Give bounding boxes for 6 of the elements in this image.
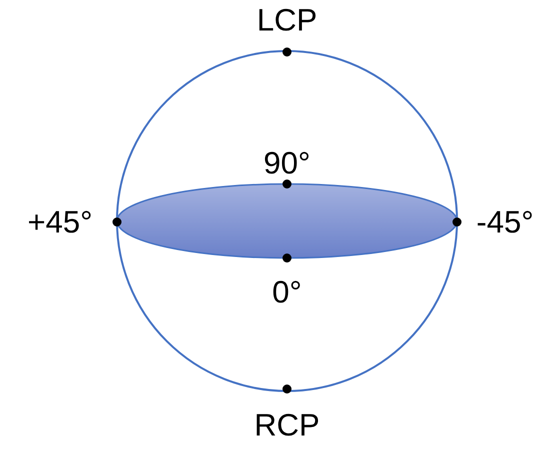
point-label: +45°	[28, 206, 92, 238]
point-label: 90°	[264, 148, 310, 178]
point-label: LCP	[256, 4, 318, 36]
point-label: RCP	[254, 410, 320, 440]
point-label: -45°	[476, 206, 534, 238]
point-label: 0°	[272, 276, 302, 308]
